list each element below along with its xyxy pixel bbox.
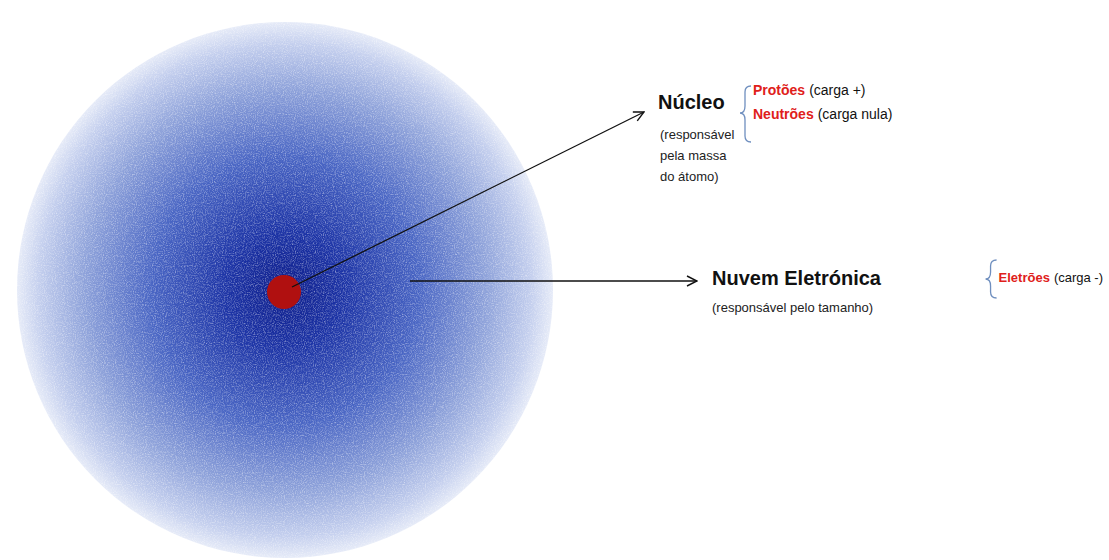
nucleus-arrow	[292, 112, 644, 287]
particle-name: Eletrões	[999, 270, 1050, 286]
charge-note: (carga nula)	[818, 106, 893, 123]
bracket	[740, 86, 751, 142]
bracket	[986, 260, 997, 298]
nucleus	[267, 275, 301, 309]
particle-name: Protões	[753, 82, 805, 99]
part-title: Nuvem Eletrónica	[712, 266, 881, 290]
charge-note: (carga +)	[809, 82, 865, 99]
charge-note: (carga -)	[1054, 270, 1103, 286]
part-title: Núcleo	[658, 90, 725, 114]
cloud-arrow	[410, 280, 697, 281]
particle-name: Neutrões	[753, 106, 814, 123]
part-note: (responsável pela massa do átomo)	[660, 124, 742, 187]
cloud-texture	[15, 20, 555, 560]
part-note: (responsável pelo tamanho)	[712, 300, 873, 316]
